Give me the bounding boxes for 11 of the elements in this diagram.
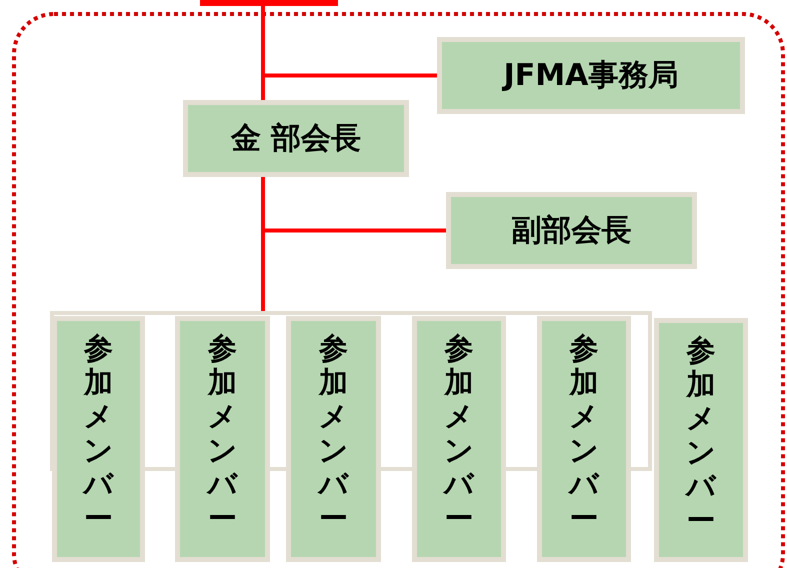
member-box: 参加メンバー — [654, 318, 748, 562]
member-box: 参加メンバー — [537, 316, 631, 562]
connector-line — [261, 6, 437, 78]
role-box: 副部会長 — [446, 192, 697, 269]
member-box: 参加メンバー — [286, 316, 381, 562]
member-box: 参加メンバー — [412, 316, 506, 562]
member-box: 参加メンバー — [52, 316, 145, 562]
bar — [200, 0, 338, 6]
member-box: 参加メンバー — [175, 316, 270, 562]
role-box: JFMA事務局 — [437, 37, 745, 114]
role-box: 金 部会長 — [183, 100, 409, 177]
